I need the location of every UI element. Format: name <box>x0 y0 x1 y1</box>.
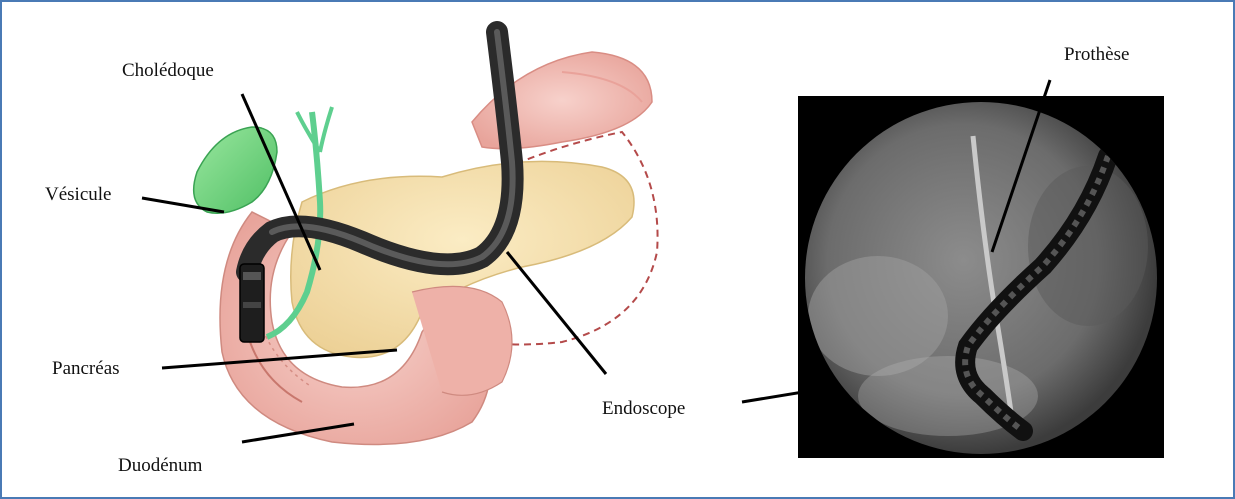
label-vesicule: Vésicule <box>45 184 111 206</box>
label-choledoque: Cholédoque <box>122 60 214 82</box>
label-pancreas: Pancréas <box>52 358 120 380</box>
label-duodenum: Duodénum <box>118 455 202 477</box>
pointer-prothese <box>992 80 1050 252</box>
label-endoscope: Endoscope <box>602 398 685 420</box>
label-prothese: Prothèse <box>1064 44 1129 66</box>
